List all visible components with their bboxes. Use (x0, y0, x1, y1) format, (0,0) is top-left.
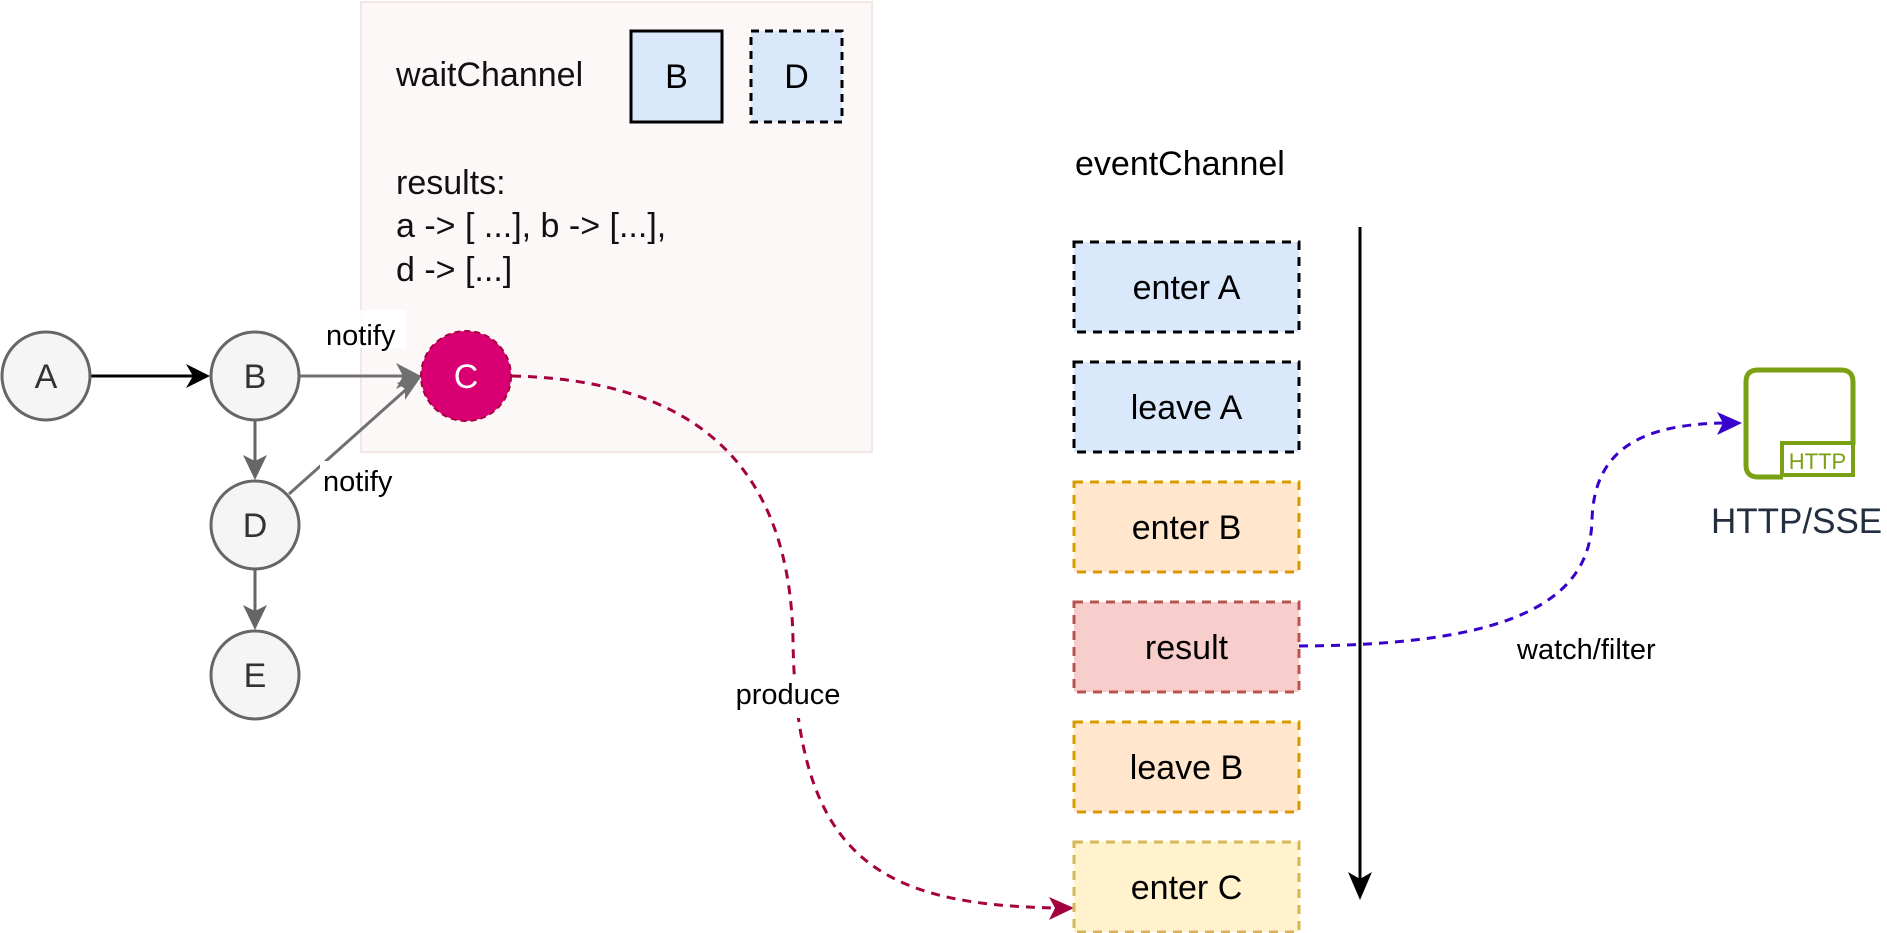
event-item-box[interactable] (1072, 840, 1301, 933)
event-item[interactable]: leave B (1072, 720, 1301, 814)
results-line-1: results: (396, 164, 506, 202)
node-d-label: D (243, 507, 268, 545)
event-channel-list: enter A leave A enter B result leave B enter … (1072, 240, 1301, 933)
http-icon-text: HTTP (1789, 449, 1846, 474)
event-item[interactable]: leave A (1072, 360, 1301, 454)
edge-produce[interactable] (511, 374, 1059, 910)
edge-label-produce: produce (736, 679, 841, 711)
node-c[interactable]: C (420, 330, 512, 422)
event-item-box[interactable] (1072, 720, 1301, 814)
node-b-circle[interactable] (209, 330, 301, 422)
event-item-label: leave B (1130, 749, 1243, 787)
edge-label-notify-bottom: notify (323, 466, 393, 498)
node-b[interactable]: B (209, 330, 301, 422)
wait-queue-item-d-label: D (784, 58, 809, 96)
notify-top-label-bg (322, 310, 406, 348)
timeline-arrowhead (1348, 872, 1372, 900)
edge-d-c-arrowhead (397, 374, 423, 400)
http-sse-label: HTTP/SSE (1711, 502, 1882, 541)
results-line-3: d -> [...] (396, 251, 512, 289)
node-d[interactable]: D (209, 479, 301, 571)
event-item-label: result (1145, 629, 1229, 667)
node-a-label: A (35, 358, 58, 396)
edge-label-watch-filter: watch/filter (1516, 634, 1656, 666)
node-a-circle[interactable] (0, 330, 92, 422)
node-c-label: C (454, 358, 479, 396)
notify-bottom-label-bg (320, 461, 404, 499)
event-item-label: enter A (1133, 269, 1241, 307)
event-item-label: enter C (1131, 869, 1243, 907)
edge-a-b-arrowhead (186, 364, 210, 388)
event-item-box[interactable] (1072, 600, 1301, 694)
event-item-box[interactable] (1072, 360, 1301, 454)
edge-watch-filter[interactable] (1298, 421, 1727, 648)
edge-label-notify-top: notify (326, 320, 396, 352)
http-icon-frame (1743, 367, 1856, 480)
node-e-circle[interactable] (209, 629, 301, 721)
edges (91, 363, 1742, 920)
edge-b-d-arrowhead (243, 455, 267, 480)
produce-label-bg (726, 678, 850, 718)
results-line-2: a -> [ ...], b -> [...], (396, 207, 666, 245)
http-icon-badge (1780, 441, 1855, 477)
http-sse-sink[interactable]: HTTP HTTP/SSE (1711, 367, 1882, 541)
event-item[interactable]: enter B (1072, 480, 1301, 574)
node-e[interactable]: E (209, 629, 301, 721)
event-item[interactable]: enter C (1072, 840, 1301, 933)
event-channel-title: eventChannel (1075, 145, 1285, 183)
event-item-label: enter B (1132, 509, 1242, 547)
wait-queue-item-b-box[interactable] (629, 29, 724, 124)
node-b-label: B (244, 358, 267, 396)
edge-d-e-arrowhead (243, 605, 267, 630)
node-a[interactable]: A (0, 330, 92, 422)
event-item-label: leave A (1131, 389, 1243, 427)
edge-d-c[interactable] (288, 384, 411, 496)
event-item-box[interactable] (1072, 480, 1301, 574)
wait-queue-item-d-box[interactable] (749, 29, 844, 124)
node-e-label: E (244, 657, 267, 695)
node-d-circle[interactable] (209, 479, 301, 571)
node-c-circle[interactable] (420, 330, 512, 422)
event-item[interactable]: enter A (1072, 240, 1301, 334)
edge-watch-filter-arrowhead (1717, 412, 1742, 435)
wait-channel-title: waitChannel (395, 56, 583, 94)
edge-produce-arrowhead (1049, 897, 1074, 920)
event-item[interactable]: result (1072, 600, 1301, 694)
wait-queue-item-b-label: B (665, 58, 688, 96)
event-item-box[interactable] (1072, 240, 1301, 334)
